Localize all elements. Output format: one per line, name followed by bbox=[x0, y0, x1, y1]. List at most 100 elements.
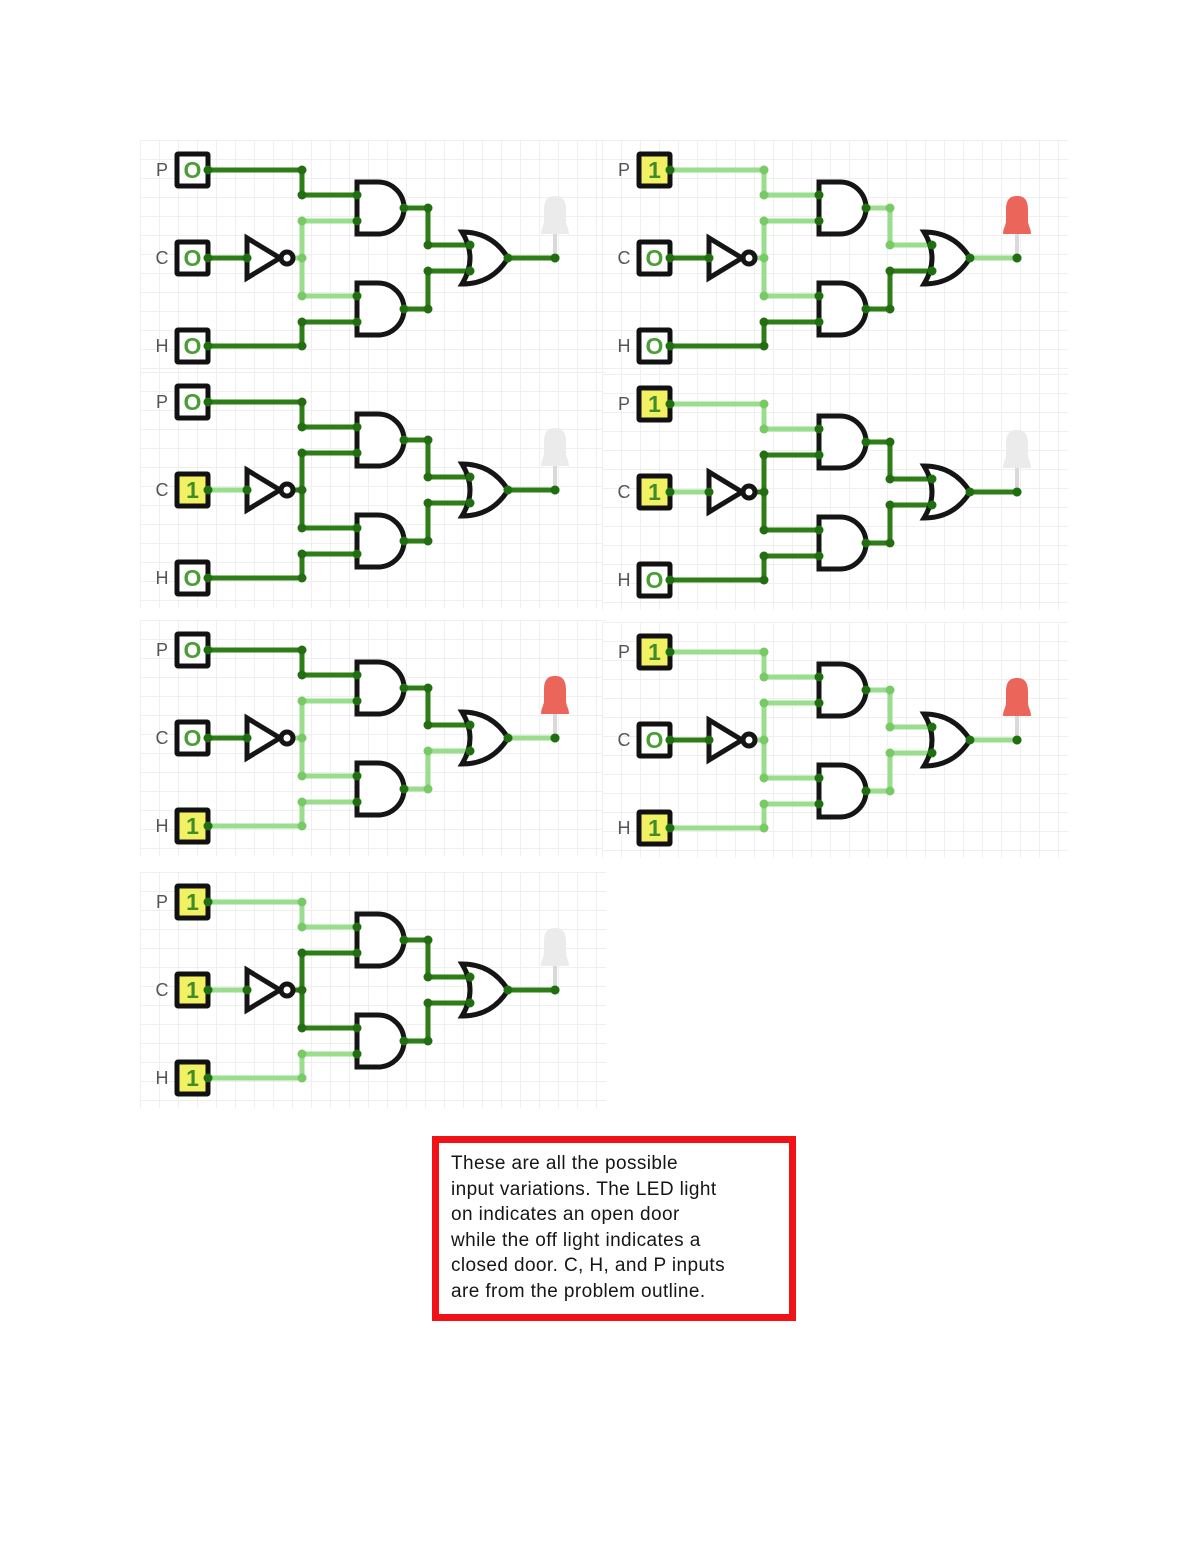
junction-dot bbox=[927, 240, 937, 250]
wire-h bbox=[670, 801, 819, 831]
input-box-h[interactable]: O bbox=[636, 561, 673, 599]
or-gate bbox=[919, 711, 973, 769]
led-wire-dot bbox=[1012, 487, 1022, 497]
wire-h bbox=[208, 319, 357, 349]
bend-dot bbox=[885, 722, 895, 732]
junction-dot bbox=[242, 733, 252, 743]
svg-text:O: O bbox=[184, 637, 202, 663]
junction-dot bbox=[399, 683, 409, 693]
junction-dot bbox=[352, 797, 362, 807]
junction-dot bbox=[352, 291, 362, 301]
led-wire-dot bbox=[1012, 253, 1022, 263]
bend-dot bbox=[759, 216, 769, 226]
junction-dot bbox=[927, 722, 937, 732]
input-box-p[interactable]: O bbox=[174, 151, 211, 189]
bend-dot bbox=[297, 1049, 307, 1059]
junction-dot bbox=[203, 821, 213, 831]
svg-text:1: 1 bbox=[648, 815, 661, 841]
junction-dot bbox=[352, 948, 362, 958]
input-box-p[interactable]: 1 bbox=[174, 883, 211, 921]
bend-dot bbox=[885, 685, 895, 695]
input-label-h: H bbox=[156, 336, 169, 356]
junction-dot bbox=[352, 190, 362, 200]
led-wire-dot bbox=[550, 733, 560, 743]
input-label-h: H bbox=[618, 336, 631, 356]
svg-text:1: 1 bbox=[186, 813, 199, 839]
bend-dot bbox=[297, 645, 307, 655]
junction-dot bbox=[861, 437, 871, 447]
input-box-p[interactable]: 1 bbox=[636, 385, 673, 423]
input-box-c[interactable]: O bbox=[636, 239, 673, 277]
junction-dot bbox=[352, 523, 362, 533]
wire-p bbox=[208, 899, 355, 930]
input-label-c: C bbox=[156, 248, 169, 268]
input-box-h[interactable]: O bbox=[174, 559, 211, 597]
input-box-h[interactable]: 1 bbox=[636, 809, 673, 847]
input-box-c[interactable]: O bbox=[174, 719, 211, 757]
and-gate-top bbox=[354, 411, 407, 469]
bend-dot bbox=[759, 823, 769, 833]
not-gate-bubble bbox=[278, 729, 296, 747]
input-box-c[interactable]: 1 bbox=[174, 971, 211, 1009]
input-box-p[interactable]: 1 bbox=[636, 633, 673, 671]
junction-dot bbox=[665, 823, 675, 833]
junction-dot bbox=[665, 735, 675, 745]
input-box-p[interactable]: O bbox=[174, 631, 211, 669]
junction-dot bbox=[465, 720, 475, 730]
wire-h bbox=[208, 1051, 357, 1081]
input-label-c: C bbox=[156, 728, 169, 748]
svg-text:O: O bbox=[184, 565, 202, 591]
input-box-c[interactable]: O bbox=[636, 721, 673, 759]
bend-dot bbox=[759, 575, 769, 585]
bend-dot bbox=[423, 998, 433, 1008]
input-box-h[interactable]: O bbox=[636, 327, 673, 365]
caption-text: These are all the possible input variati… bbox=[451, 1153, 725, 1302]
input-box-p[interactable]: O bbox=[174, 383, 211, 421]
wire-a1 bbox=[866, 687, 932, 730]
junction-dot bbox=[352, 670, 362, 680]
junction-dot bbox=[399, 935, 409, 945]
or-gate bbox=[457, 709, 511, 767]
svg-text:O: O bbox=[184, 245, 202, 271]
bend-dot bbox=[297, 733, 307, 743]
wire-a2 bbox=[404, 748, 470, 792]
bend-dot bbox=[297, 922, 307, 932]
junction-dot bbox=[814, 698, 824, 708]
input-box-c[interactable]: O bbox=[174, 239, 211, 277]
junction-dot bbox=[352, 922, 362, 932]
bend-dot bbox=[423, 240, 433, 250]
not-gate-bubble bbox=[740, 483, 758, 501]
bend-dot bbox=[423, 266, 433, 276]
input-label-p: P bbox=[156, 160, 168, 180]
wire-a1 bbox=[404, 205, 470, 248]
junction-dot bbox=[399, 536, 409, 546]
svg-text:O: O bbox=[184, 157, 202, 183]
svg-text:O: O bbox=[646, 727, 664, 753]
junction-dot bbox=[704, 487, 714, 497]
input-box-p[interactable]: 1 bbox=[636, 151, 673, 189]
bend-dot bbox=[423, 935, 433, 945]
svg-text:1: 1 bbox=[186, 977, 199, 1003]
led-bulb bbox=[541, 928, 569, 966]
junction-dot bbox=[465, 998, 475, 1008]
bend-dot bbox=[423, 472, 433, 482]
svg-text:O: O bbox=[184, 725, 202, 751]
input-box-c[interactable]: 1 bbox=[174, 471, 211, 509]
input-label-p: P bbox=[618, 160, 630, 180]
input-box-h[interactable]: 1 bbox=[174, 1059, 211, 1097]
input-box-c[interactable]: 1 bbox=[636, 473, 673, 511]
wire-h bbox=[208, 799, 357, 829]
svg-text:O: O bbox=[646, 567, 664, 593]
junction-dot bbox=[965, 487, 975, 497]
input-box-h[interactable]: 1 bbox=[174, 807, 211, 845]
bend-dot bbox=[297, 948, 307, 958]
input-box-h[interactable]: O bbox=[174, 327, 211, 365]
not-gate bbox=[244, 465, 285, 515]
junction-dot bbox=[927, 748, 937, 758]
wire-a2 bbox=[866, 502, 932, 546]
bend-dot bbox=[297, 985, 307, 995]
